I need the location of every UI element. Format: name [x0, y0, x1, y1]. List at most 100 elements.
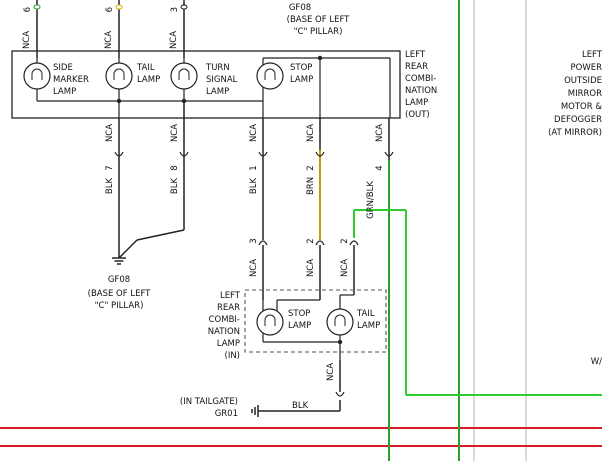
assembly-name: COMBI-: [405, 74, 436, 84]
wire-color-label: GRN/BLK: [366, 181, 376, 219]
ground-symbol-icon: [251, 405, 259, 417]
ground-location: "C" PILLAR): [95, 301, 144, 311]
nca-label: NCA: [105, 124, 115, 142]
nca-label: NCA: [169, 31, 179, 49]
ground-location: "C" PILLAR): [294, 27, 343, 37]
assembly-name: REAR: [217, 303, 240, 313]
wire-color-label: BLK: [292, 401, 309, 411]
lamp-label: TURN: [205, 63, 230, 73]
pin-number: 3: [170, 7, 180, 12]
pin-number: 7: [105, 165, 115, 170]
nca-label: NCA: [249, 259, 259, 277]
assembly-name: NATION: [208, 327, 240, 337]
ground-location: (BASE OF LEFT: [88, 289, 152, 299]
assembly-name: COMBI-: [209, 315, 240, 325]
partial-label: W/: [591, 357, 602, 367]
connector-icon: [335, 391, 345, 397]
bulb-icon: [23, 62, 51, 90]
device-label: MOTOR &: [561, 102, 602, 112]
tailgate-ground: NCA BLK (IN TAILGATE) GR01: [180, 360, 345, 419]
connector-pin-icon: [33, 4, 41, 10]
lamp-label: STOP: [290, 63, 312, 73]
device-label: LEFT: [582, 50, 602, 60]
lower-connectors: 3 2 2 NCA NCA NCA: [249, 238, 359, 300]
nca-label: NCA: [249, 124, 259, 142]
lower-ground-label: GF08 (BASE OF LEFT "C" PILLAR): [88, 275, 152, 311]
assembly-name: LEFT: [405, 50, 426, 60]
wire-color-label: BLK: [249, 178, 259, 195]
assembly-box: [11, 50, 401, 119]
bulb-icon: [256, 62, 284, 90]
pin-number: 1: [249, 165, 259, 170]
assembly-name: NATION: [405, 86, 437, 96]
upper-combination-lamp: SIDE MARKER LAMP TAIL LAMP TURN SIGNAL L…: [11, 50, 437, 120]
pin-number: 3: [249, 238, 259, 243]
connector-pin-icon: [180, 4, 188, 10]
pin-number: 8: [170, 165, 180, 170]
pin-number: 6: [105, 7, 115, 12]
pin-number: 2: [306, 238, 316, 243]
wire-color-label: BLK: [105, 178, 115, 195]
wire: [136, 229, 185, 241]
wire-color-label: BRN: [306, 177, 316, 195]
ground-code: GR01: [215, 409, 238, 419]
device-label: (AT MIRROR): [548, 128, 602, 138]
bulb-icon: [256, 308, 284, 336]
top-stubs: 6 6 3 NCA NCA NCA: [22, 0, 188, 58]
junction-dot: [317, 55, 323, 61]
lamp-label: LAMP: [137, 75, 160, 85]
ground-code: GF08: [289, 3, 311, 13]
connector-icon: [258, 151, 268, 157]
pin-number: 2: [340, 238, 350, 243]
connector-icon: [114, 151, 124, 157]
nca-label: NCA: [104, 31, 114, 49]
nca-label: NCA: [306, 124, 316, 142]
nca-label: NCA: [22, 31, 32, 49]
wire-color-label: BLK: [170, 178, 180, 195]
connector-icon: [315, 151, 325, 157]
lamp-label: LAMP: [290, 75, 313, 85]
junction-dot: [116, 98, 122, 104]
pin-number: 2: [306, 165, 316, 170]
ground-code: GF08: [108, 275, 130, 285]
lamp-label: MARKER: [53, 75, 89, 85]
lamp-label: LAMP: [288, 321, 311, 331]
assembly-box: [244, 289, 387, 353]
assembly-name: LEFT: [220, 291, 241, 301]
connector-icon: [315, 240, 325, 246]
bulb-icon: [326, 308, 354, 336]
lower-combination-lamp: STOP LAMP TAIL LAMP LEFT REAR COMBI- NAT…: [208, 289, 387, 361]
mirror-motor-label: LEFT POWER OUTSIDE MIRROR MOTOR & DEFOGG…: [548, 50, 602, 138]
device-label: MIRROR: [568, 89, 602, 99]
nca-label: NCA: [340, 259, 350, 277]
lamp-label: SIDE: [53, 63, 73, 73]
ground-location: (BASE OF LEFT: [287, 15, 351, 25]
connector-icon: [384, 151, 394, 157]
bulb-icon: [105, 62, 133, 90]
device-label: POWER: [571, 63, 602, 73]
connector-icon: [179, 151, 189, 157]
lamp-label: SIGNAL: [206, 75, 238, 85]
bulb-icon: [170, 62, 198, 90]
ground-symbol-icon: [112, 250, 126, 265]
wire: [118, 239, 138, 259]
connector-icon: [349, 240, 359, 246]
pin-number: 4: [375, 165, 385, 170]
lamp-label: LAMP: [53, 87, 76, 97]
connector-icon: [258, 240, 268, 246]
nca-label: NCA: [326, 363, 336, 381]
assembly-name: (OUT): [405, 110, 430, 120]
pin-number: 6: [23, 7, 33, 12]
assembly-name: (IN): [225, 351, 241, 361]
assembly-name: REAR: [405, 62, 428, 72]
ground-location: (IN TAILGATE): [180, 397, 238, 407]
lamp-label: LAMP: [357, 321, 380, 331]
lamp-label: LAMP: [206, 87, 229, 97]
device-label: DEFOGGER: [554, 115, 602, 125]
nca-label: NCA: [170, 124, 180, 142]
upper-connectors: NCA NCA NCA NCA NCA 7 8 1 2 4 BLK BLK BL…: [105, 101, 394, 259]
assembly-name: LAMP: [405, 98, 428, 108]
junction-dot: [337, 339, 343, 345]
